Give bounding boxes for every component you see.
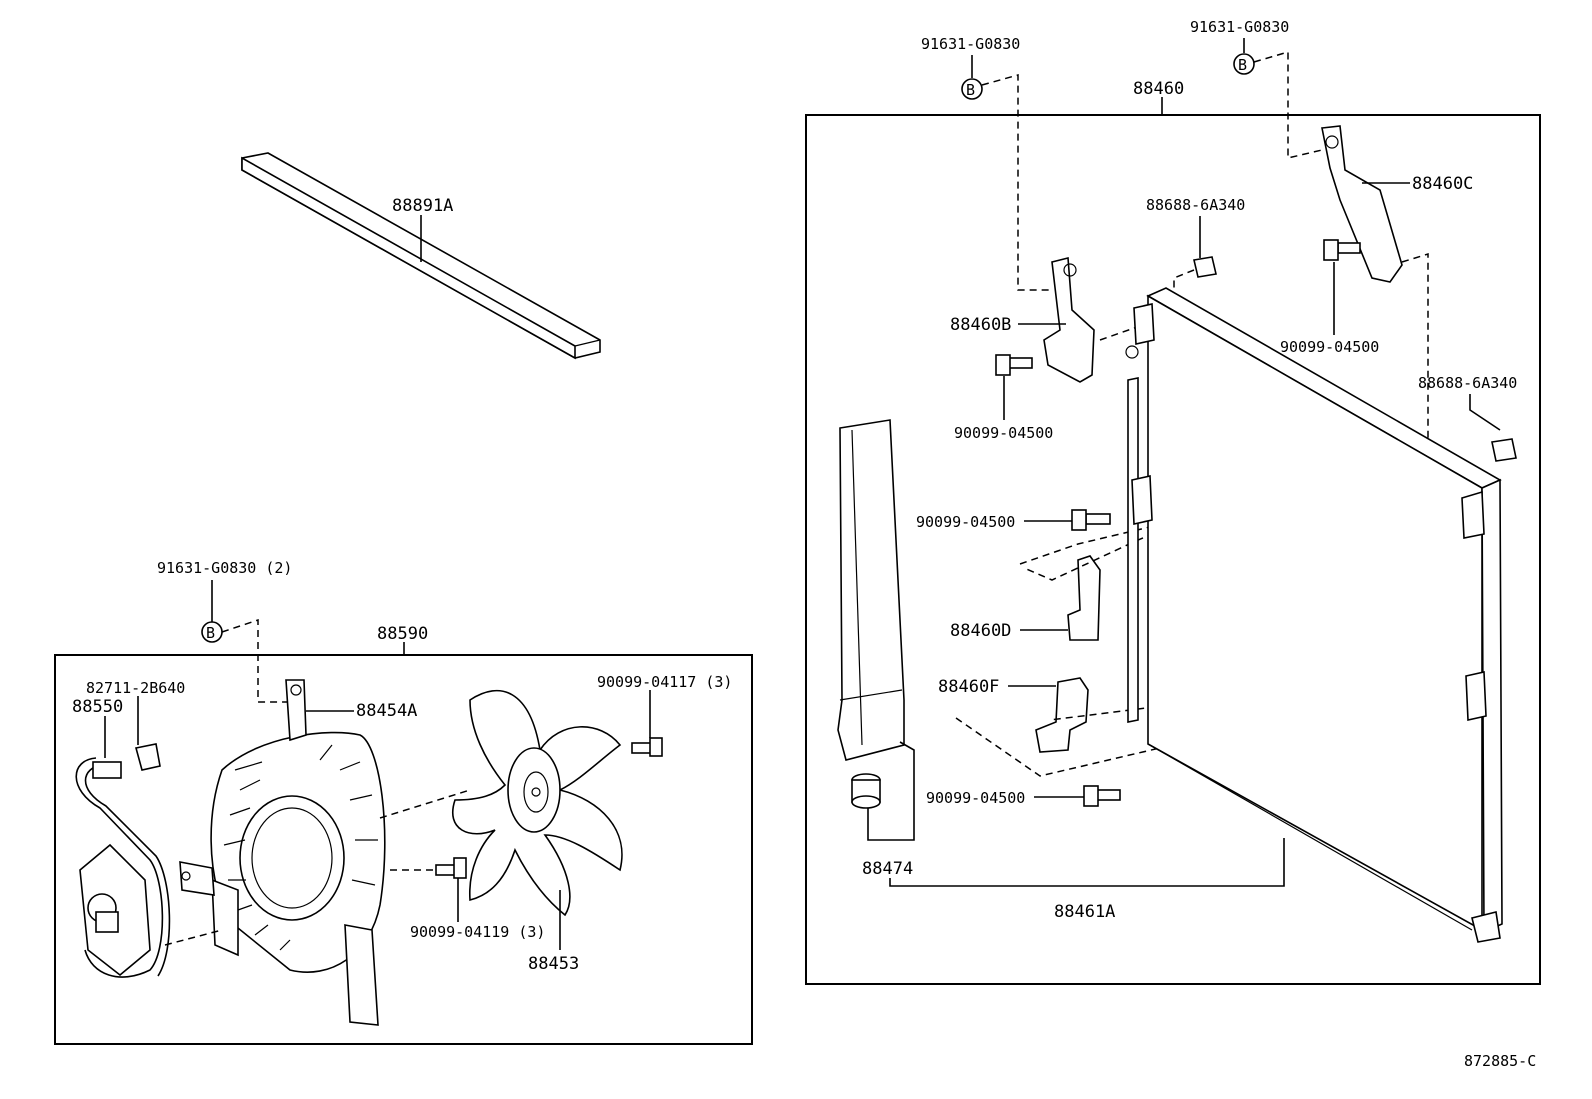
label-88460B: 88460B (950, 315, 1011, 335)
dashed-guide-fan (379, 789, 471, 819)
label-90099-04500-e: 90099-04500 (926, 789, 1025, 807)
label-88454A: 88454A (356, 701, 417, 721)
clip-88688-a (1193, 256, 1217, 278)
bracket-88460F (1035, 677, 1089, 753)
label-82711: 82711-2B640 (86, 679, 185, 697)
label-88590: 88590 (377, 624, 428, 644)
condenser-88461A (1125, 287, 1503, 943)
label-90099-04500-c: 90099-04500 (916, 513, 1015, 531)
label-90099-04119: 90099-04119 (3) (410, 923, 545, 941)
leader-88461A (889, 838, 1285, 887)
bracket-88454A (285, 679, 307, 742)
label-91631-left: 91631-G0830 (2) (157, 559, 292, 577)
label-88688-b: 88688-6A340 (1418, 374, 1517, 392)
bolt-90099-04500-top-right (1323, 239, 1361, 261)
bolt-90099-04500-b (995, 354, 1033, 376)
callout-b-mid: B (961, 78, 983, 100)
leader-88688-b (1469, 394, 1501, 431)
bracket-88460B (1043, 256, 1095, 383)
label-88688-a: 88688-6A340 (1146, 196, 1245, 214)
dashed-guide-mid (981, 74, 1052, 291)
fan-shroud (179, 731, 386, 1026)
callout-b-left: B (201, 621, 223, 643)
label-88460C: 88460C (1412, 174, 1473, 194)
label-91631-right: 91631-G0830 (1190, 18, 1289, 36)
wire-harness-88550 (75, 757, 171, 978)
leader-88474 (867, 741, 915, 841)
receiver-tank (837, 419, 905, 761)
diagram-id: 872885-C (1464, 1052, 1536, 1070)
label-90099-04500-a: 90099-04500 (1280, 338, 1379, 356)
label-88453: 88453 (528, 954, 579, 974)
label-91631-mid: 91631-G0830 (921, 35, 1020, 53)
dashed-guide-b (1099, 325, 1141, 341)
svg-text:B: B (206, 624, 215, 642)
label-88474: 88474 (862, 859, 913, 879)
bolt-90099-04117 (631, 737, 663, 757)
label-88460D: 88460D (950, 621, 1011, 641)
bolt-90099-04500-e (1083, 785, 1121, 807)
svg-text:B: B (966, 81, 975, 99)
bolt-90099-04119 (435, 857, 467, 879)
dashed-guide-left (221, 618, 290, 703)
connector-82711 (135, 743, 161, 771)
dashed-guide-right (1253, 50, 1323, 159)
label-88460: 88460 (1133, 79, 1184, 99)
bracket-88460C (1321, 125, 1403, 283)
label-90099-04117: 90099-04117 (3) (597, 673, 732, 691)
label-88460F: 88460F (938, 677, 999, 697)
dashed-guide-harness (164, 929, 223, 946)
label-88461A: 88461A (1054, 902, 1115, 922)
clip-88688-b (1491, 438, 1517, 462)
dashed-guide-c (1401, 252, 1461, 531)
label-88550: 88550 (72, 697, 123, 717)
bolt-90099-04500-c (1071, 509, 1111, 531)
callout-b-right: B (1233, 53, 1255, 75)
label-90099-04500-b: 90099-04500 (954, 424, 1053, 442)
condenser-frame-88460 (805, 114, 1541, 985)
svg-text:B: B (1238, 56, 1247, 74)
filter-88474 (851, 773, 881, 809)
bracket-88460D (1067, 555, 1101, 641)
dashed-guide-d (1019, 515, 1197, 581)
fan-blade-88453 (452, 689, 623, 917)
label-88891A: 88891A (392, 196, 453, 216)
